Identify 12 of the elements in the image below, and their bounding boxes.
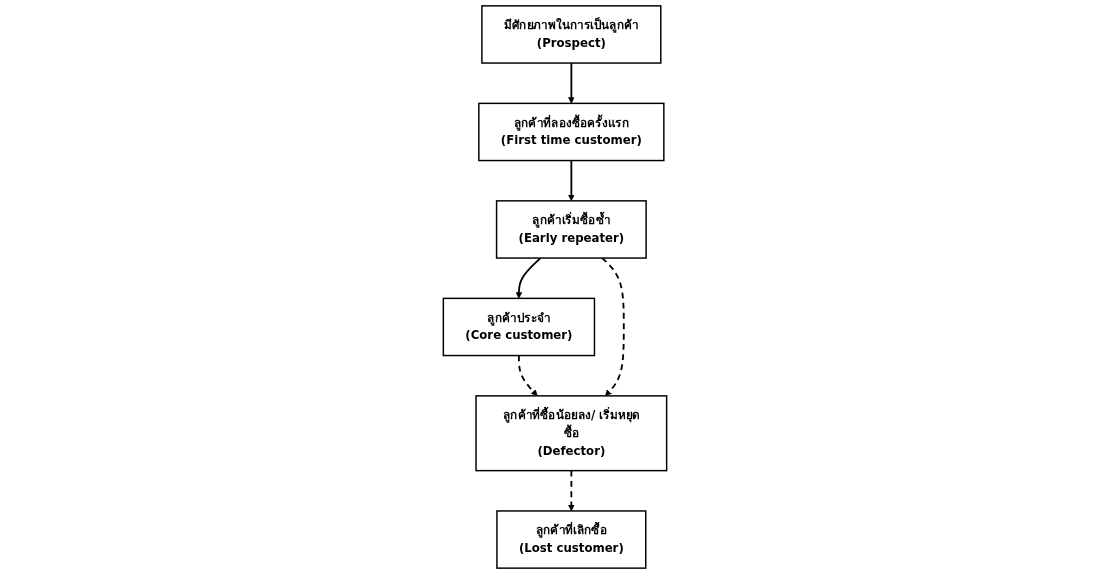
node-box: ลูกค้าเริ่มซื้อซ้ำ (Early repeater) xyxy=(495,200,647,259)
node-box: ลูกค้าที่เลิกซื้อ (Lost customer) xyxy=(496,510,647,569)
arrow xyxy=(515,257,542,299)
arrow xyxy=(568,469,575,512)
arrow xyxy=(568,159,575,202)
arrow xyxy=(518,354,538,397)
arrow xyxy=(601,257,625,397)
node-box: ลูกค้าประจำ (Core customer) xyxy=(442,297,596,357)
node-box: มีศักยภาพในการเป็นลูกค้า (Prospect) xyxy=(481,5,662,64)
node-box: ลูกค้าที่ซื้อน้อยลง/ เริ่มหยุดซื้อ (Defector) xyxy=(475,395,668,472)
arrow xyxy=(568,62,575,104)
node-box: ลูกค้าที่ลองซื้อครั้งแรก (First time customer) xyxy=(478,102,665,162)
